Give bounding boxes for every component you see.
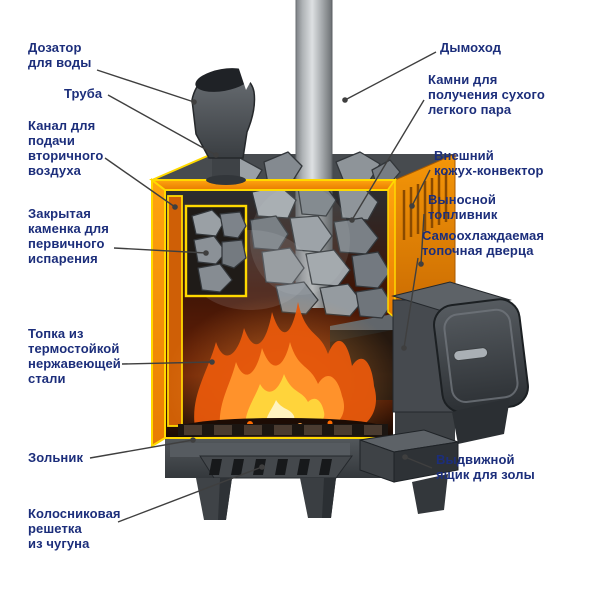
label-tube: Труба (64, 86, 103, 101)
label-cast-iron-grate: Колосниковая решетка из чугуна (28, 506, 121, 552)
leader-kozhuh (409, 169, 431, 209)
label-closed-kamenka: Закрытая каменка для первичного испарени… (28, 206, 109, 267)
fuel-channel-door (391, 281, 529, 444)
leader-dverca (401, 257, 419, 351)
label-stones: Камни для получения сухого легкого пара (428, 72, 545, 118)
label-extended-firebox: Выносной топливник (428, 192, 498, 223)
door-handle (453, 347, 489, 362)
leader-zolnik (89, 437, 196, 459)
leader-toplivnik (418, 213, 425, 267)
label-chimney: Дымоход (440, 40, 502, 55)
label-cooling-door: Самоохлаждаемая топочная дверца (422, 228, 545, 259)
label-firebox-steel: Топка из термостойкой нержавеющей стали (28, 326, 121, 387)
leader-truba (107, 94, 219, 158)
label-ash-pan: Зольник (28, 450, 84, 465)
leader-yashchik (402, 454, 433, 469)
label-air-channel: Канал для подачи вторичного воздуха (28, 118, 104, 179)
label-convector-casing: Внешний кожух-конвектор (434, 148, 544, 179)
leader-kanal (104, 157, 178, 210)
front-frame (149, 153, 397, 448)
leader-lines (89, 51, 437, 523)
cast-iron-grate-front (199, 455, 353, 479)
leader-dymohod (342, 51, 437, 103)
grate (178, 424, 388, 436)
leader-kamni (349, 99, 425, 223)
leader-reshetka (117, 464, 265, 523)
leader-topka (121, 359, 215, 365)
ash-drawer (359, 429, 459, 483)
leader-kamenka (113, 247, 209, 256)
leader-dozator (96, 69, 197, 105)
legs (196, 474, 448, 520)
label-ash-drawer: Выдвижной ящик для золы (436, 452, 535, 483)
label-water-dispenser: Дозатор для воды (28, 40, 92, 71)
inner-kamenka (184, 204, 248, 298)
